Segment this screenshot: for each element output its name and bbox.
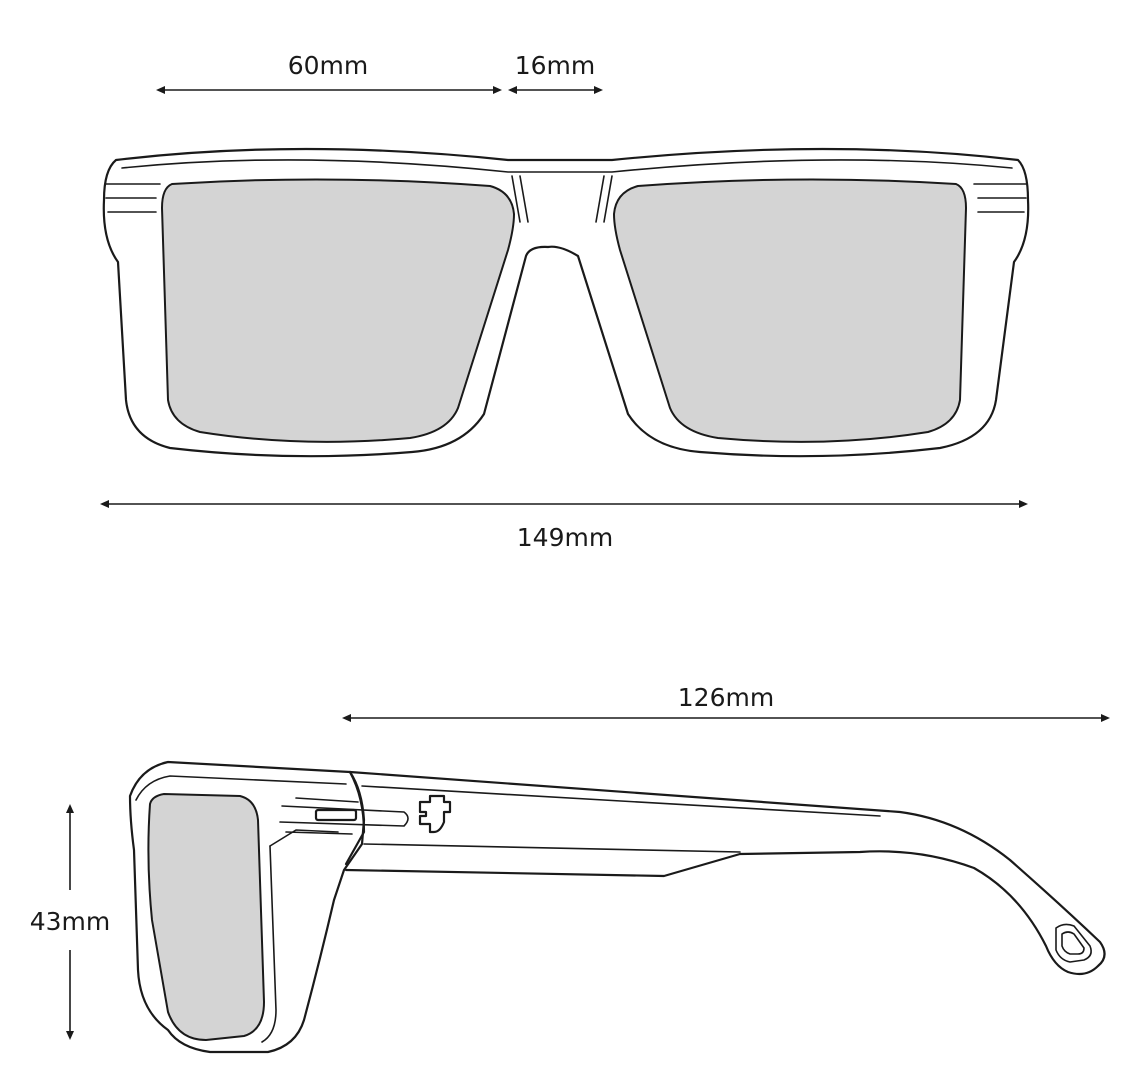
side-view: 126mm 43mm [30, 683, 1110, 1054]
temple-arm-outline [344, 770, 1106, 976]
lens-height-dimension: 43mm [30, 804, 111, 1040]
bridge-width-label: 16mm [515, 51, 596, 80]
front-view: 60mm 16mm [100, 51, 1030, 552]
bridge-detail-lines [511, 175, 613, 223]
brand-cross-logo [418, 794, 452, 834]
front-brow-line [121, 159, 1013, 173]
frame-width-dimension: 149mm [100, 500, 1028, 552]
left-lens [160, 178, 516, 443]
temple-length-dimension: 126mm [342, 683, 1110, 722]
temple-arm [344, 770, 1106, 976]
temple-ridge [361, 785, 881, 817]
right-lens [612, 178, 968, 443]
side-lens [147, 792, 266, 1042]
temple-length-label: 126mm [678, 683, 774, 712]
side-frame-edge-lower [261, 845, 277, 1043]
lens-height-label: 43mm [30, 907, 111, 936]
lens-width-label: 60mm [288, 51, 369, 80]
side-frame-inner-rim [135, 775, 347, 801]
left-hinge-grooves [105, 183, 161, 213]
lens-width-dimension: 60mm [156, 51, 502, 94]
temple-lower-ridge [363, 843, 741, 853]
temple-tip-loop-inner [1061, 931, 1085, 955]
front-frame-outline [102, 147, 1030, 458]
temple-tip-loop [1055, 923, 1092, 963]
hinge-slot-outer [279, 805, 409, 827]
hinge-slots [279, 797, 409, 835]
hinge-divider [344, 770, 366, 866]
bridge-width-dimension: 16mm [508, 51, 603, 94]
hinge-slot-inner [314, 808, 358, 822]
side-frame-edge [269, 829, 339, 847]
hinge-slot-line [285, 797, 359, 835]
side-frame-front [128, 760, 366, 1054]
right-hinge-grooves [973, 183, 1027, 213]
front-frame [102, 147, 1030, 458]
frame-width-label: 149mm [517, 523, 613, 552]
